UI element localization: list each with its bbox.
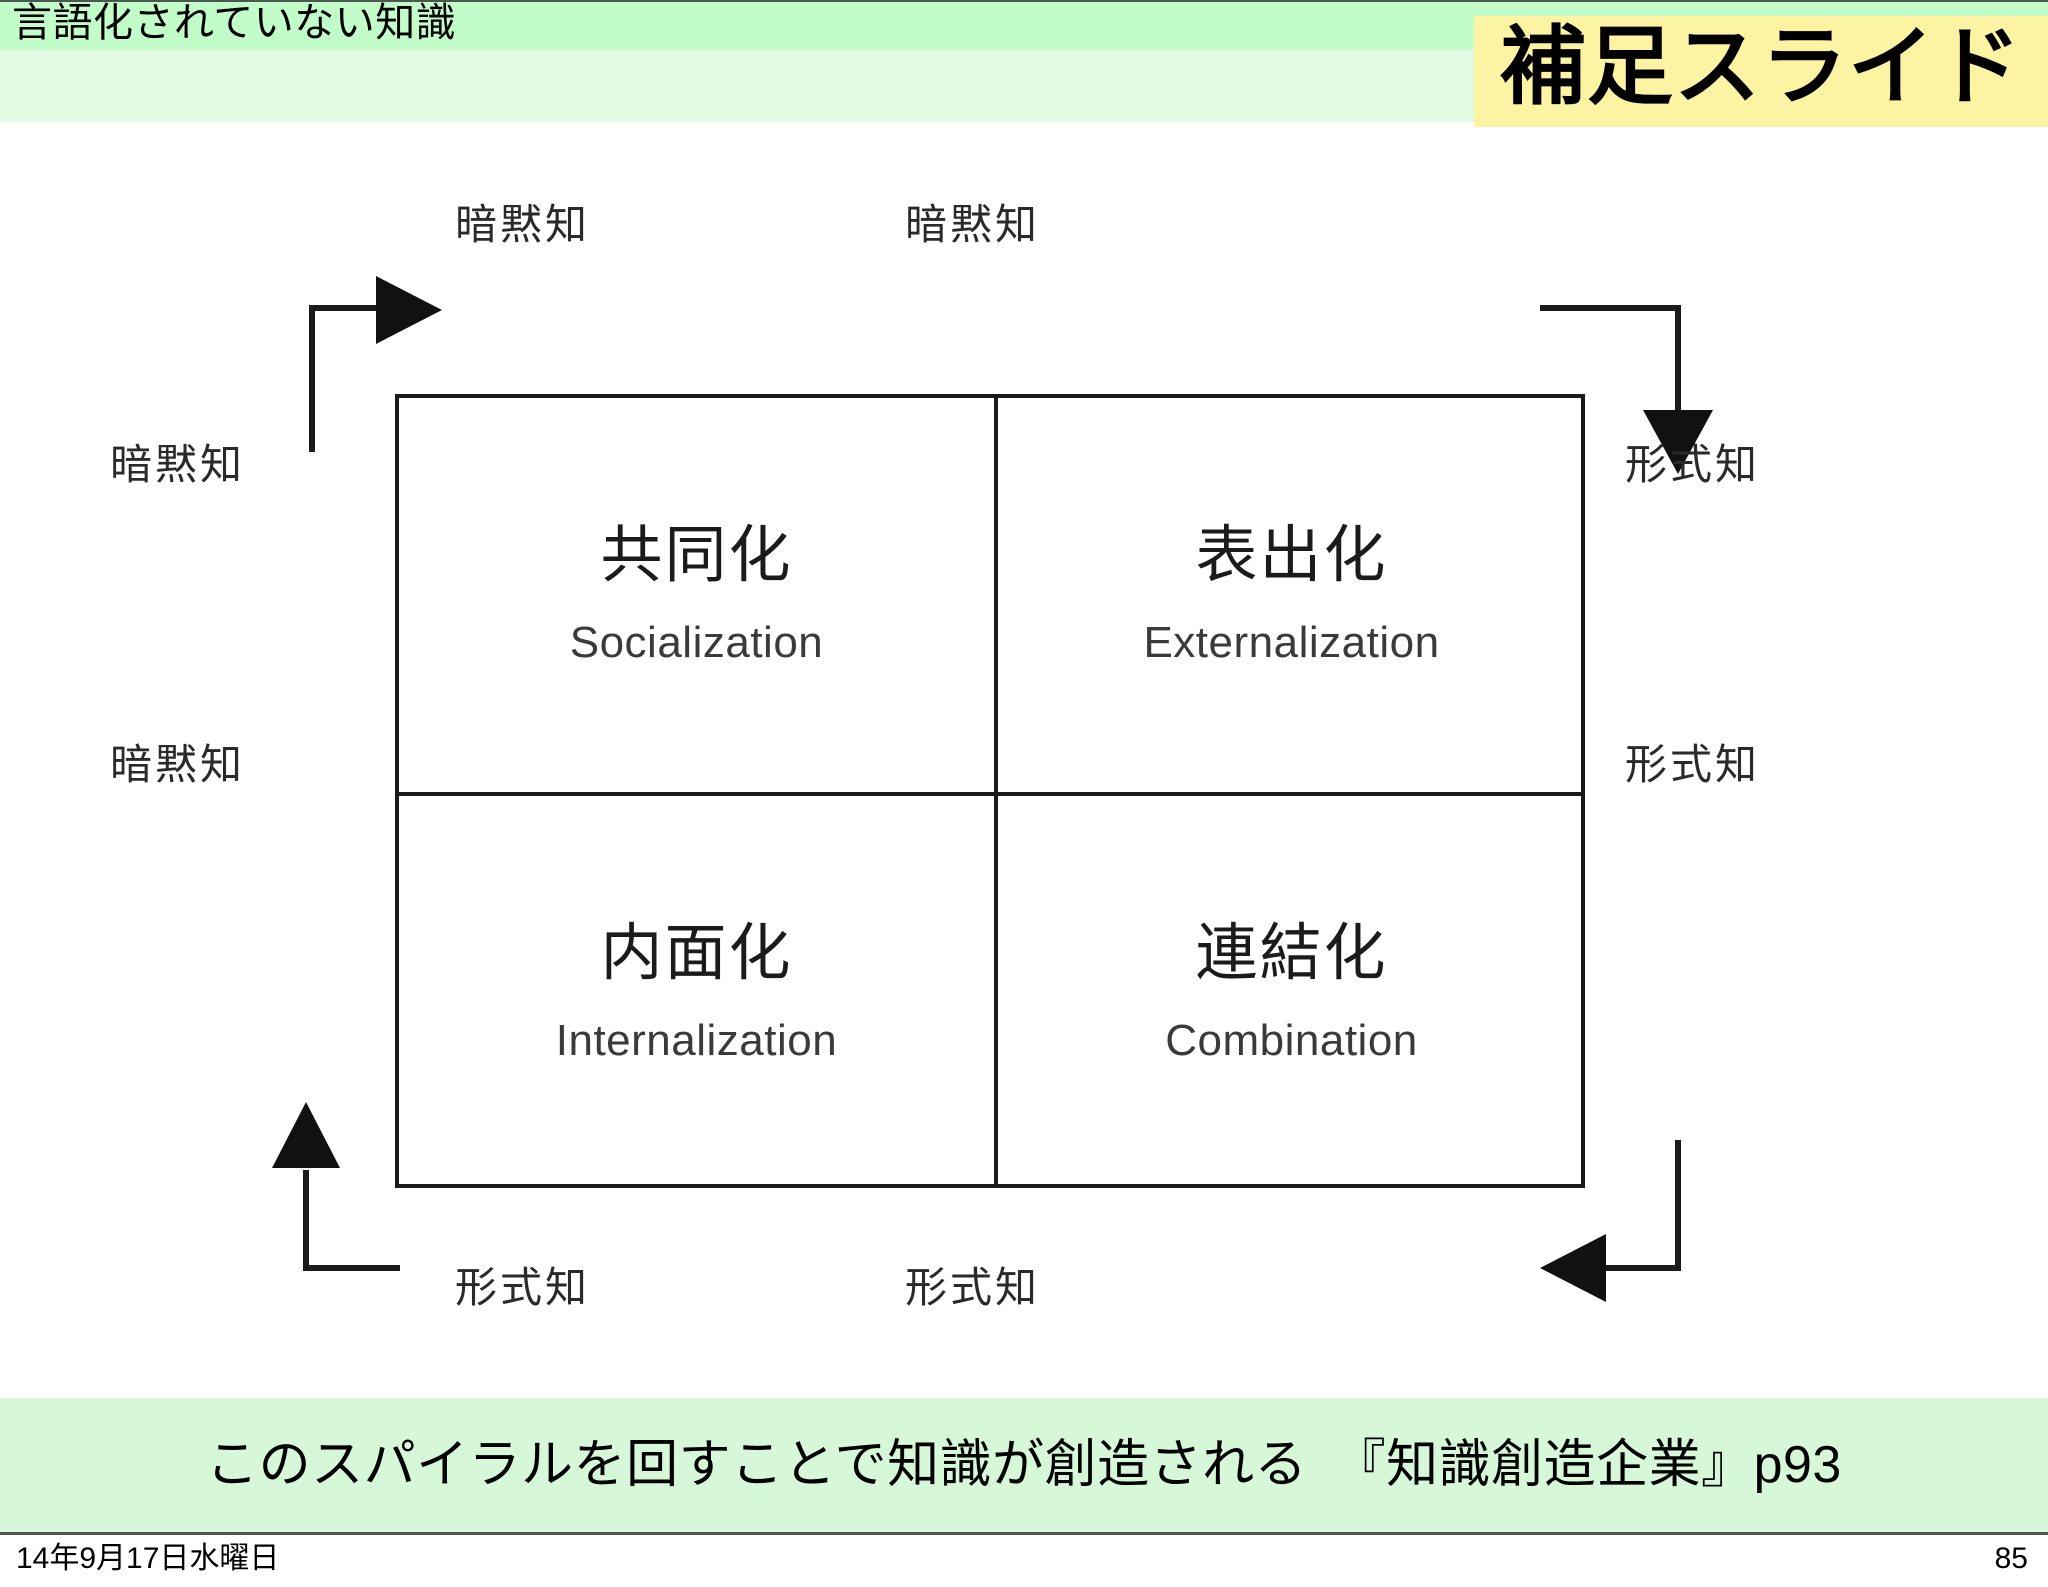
quadrant-title-ja: 共同化	[600, 521, 793, 590]
quadrant-title-ja: 内面化	[600, 919, 793, 988]
quadrant-socialization: 共同化 Socialization	[399, 398, 994, 792]
axis-label-right-upper: 形式知	[1625, 441, 1761, 488]
quadrant-combination: 連結化 Combination	[994, 796, 1589, 1190]
quadrant-internalization: 内面化 Internalization	[399, 796, 994, 1190]
quadrant-title-en: Externalization	[1143, 618, 1440, 667]
seci-matrix-box: 共同化 Socialization 表出化 Externalization 内面…	[395, 394, 1585, 1188]
matrix-vertical-divider	[994, 398, 998, 1184]
axis-label-right-lower: 形式知	[1625, 741, 1761, 788]
axis-label-top-left: 暗黙知	[455, 201, 591, 248]
bottom-left-arrow-icon	[272, 1102, 400, 1271]
supplement-slide-badge: 補足スライド	[1474, 16, 2048, 128]
footer-date: 14年9月17日水曜日	[16, 1542, 280, 1575]
seci-diagram: 暗黙知 暗黙知 暗黙知 暗黙知 形式知 形式知 形式知 形式知 共同化 Soci…	[0, 122, 2048, 1398]
slide-footer: 14年9月17日水曜日 85	[0, 1538, 2048, 1587]
quadrant-title-ja: 表出化	[1195, 521, 1388, 590]
quadrant-title-ja: 連結化	[1195, 919, 1388, 988]
caption-text: このスパイラルを回すことで知識が創造される 『知識創造企業』p93	[206, 1436, 1842, 1494]
quadrant-externalization: 表出化 Externalization	[994, 398, 1589, 792]
axis-label-left-lower: 暗黙知	[110, 741, 246, 788]
matrix-horizontal-divider	[399, 792, 1581, 796]
page-title: 言語化されていない知識	[12, 1, 457, 45]
axis-label-left-upper: 暗黙知	[110, 441, 246, 488]
caption-band: このスパイラルを回すことで知識が創造される 『知識創造企業』p93	[0, 1398, 2048, 1535]
axis-label-bottom-left: 形式知	[455, 1264, 591, 1311]
quadrant-title-en: Socialization	[569, 618, 824, 667]
footer-page-number: 85	[1994, 1542, 2028, 1575]
quadrant-title-en: Combination	[1165, 1016, 1418, 1065]
quadrant-title-en: Internalization	[555, 1016, 838, 1065]
axis-label-top-right: 暗黙知	[905, 201, 1041, 248]
axis-label-bottom-right: 形式知	[905, 1264, 1041, 1311]
